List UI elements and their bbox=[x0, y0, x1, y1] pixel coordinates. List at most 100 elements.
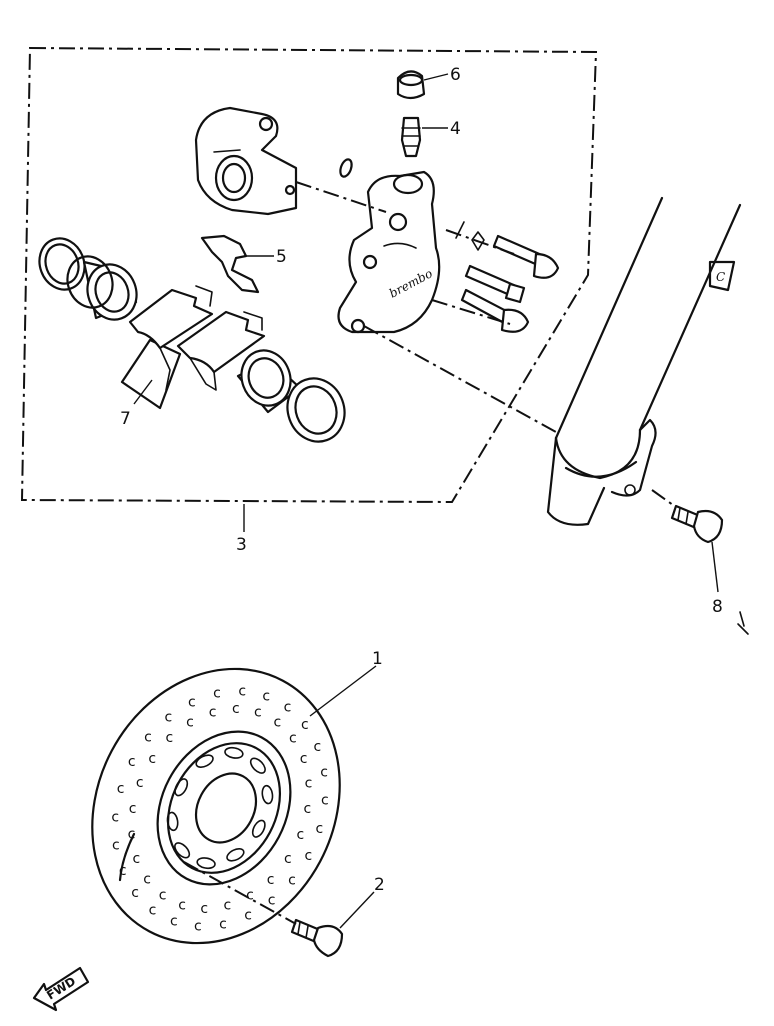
disc-hole: c bbox=[213, 686, 221, 702]
washer-mark bbox=[455, 221, 465, 239]
disc-spoke-cutout bbox=[251, 819, 266, 838]
disc-hole: c bbox=[238, 684, 246, 700]
disc-hole: c bbox=[262, 688, 270, 704]
disc-hole: c bbox=[313, 739, 321, 755]
disc-bolt bbox=[290, 918, 344, 958]
disc-hole: c bbox=[305, 775, 313, 791]
disc-hole: c bbox=[219, 916, 227, 932]
disc-hole: c bbox=[284, 851, 292, 867]
disc-hole: c bbox=[166, 730, 174, 746]
caliper-pin-bolt bbox=[464, 264, 526, 304]
pad-spring bbox=[200, 234, 260, 294]
disc-hole: c bbox=[254, 705, 262, 721]
disc-hole: c bbox=[186, 714, 194, 730]
disc-hole: c bbox=[300, 751, 308, 767]
disc-spoke-cutout bbox=[174, 842, 191, 859]
disc-hole: c bbox=[232, 701, 240, 717]
disc-hole: c bbox=[194, 918, 202, 934]
callout-8: 8 bbox=[711, 541, 723, 617]
disc-hole: c bbox=[304, 801, 312, 817]
svg-text:4: 4 bbox=[450, 119, 461, 139]
disc-hole: c bbox=[320, 765, 328, 781]
disc-hole: c bbox=[119, 863, 127, 879]
disc-hole: c bbox=[188, 694, 196, 710]
svg-text:7: 7 bbox=[120, 409, 131, 429]
disc-hole: c bbox=[316, 821, 324, 837]
piston-seal-right bbox=[286, 377, 346, 443]
front-fork-tube: C bbox=[546, 196, 749, 635]
callout-7: 7 bbox=[120, 379, 153, 429]
svg-text:2: 2 bbox=[374, 875, 385, 895]
svg-text:1: 1 bbox=[372, 649, 383, 669]
brake-disc bbox=[91, 667, 341, 945]
disc-hole: c bbox=[149, 902, 157, 918]
disc-hole: c bbox=[284, 700, 292, 716]
callout-2: 2 bbox=[339, 875, 385, 929]
washer-mark bbox=[471, 231, 485, 251]
disc-hole: c bbox=[267, 872, 275, 888]
disc-spoke-cutout bbox=[195, 754, 214, 768]
disc-spoke-cutout bbox=[226, 848, 245, 862]
callout-6: 6 bbox=[423, 65, 461, 85]
disc-hole: c bbox=[289, 731, 297, 747]
seal-o-ring bbox=[339, 158, 353, 178]
disc-hole: c bbox=[165, 709, 173, 725]
disc-spoke-cutout bbox=[224, 746, 244, 759]
forward-direction-arrow: FWD bbox=[32, 966, 90, 1012]
disc-hole: c bbox=[131, 885, 139, 901]
alignment-line bbox=[295, 181, 681, 511]
disc-hole: c bbox=[128, 827, 136, 843]
disc-hole: c bbox=[224, 898, 232, 914]
callout-3: 3 bbox=[236, 504, 247, 555]
disc-hole: c bbox=[301, 717, 309, 733]
bleeder-cap bbox=[396, 70, 426, 100]
bleeder-screw bbox=[400, 116, 422, 158]
disc-hole: c bbox=[112, 837, 120, 853]
disc-spoke-cutout bbox=[261, 784, 274, 805]
disc-hole: c bbox=[178, 898, 186, 914]
fork-mark-label: C bbox=[716, 270, 725, 284]
disc-hole: c bbox=[209, 704, 217, 720]
disc-spoke-cutout bbox=[196, 857, 216, 870]
disc-hole: c bbox=[246, 888, 254, 904]
disc-spoke-cutout bbox=[166, 811, 179, 832]
disc-hole: c bbox=[268, 893, 276, 909]
piston-right bbox=[236, 349, 302, 414]
callout-1: 1 bbox=[309, 649, 383, 717]
disc-spoke-cutout bbox=[249, 757, 266, 774]
svg-text:8: 8 bbox=[712, 597, 723, 617]
disc-hole: c bbox=[296, 827, 304, 843]
svg-text:6: 6 bbox=[450, 65, 461, 85]
disc-hole: c bbox=[170, 914, 178, 930]
caliper-bracket bbox=[194, 106, 298, 216]
caliper-bolt-lower bbox=[460, 288, 530, 333]
callout-5: 5 bbox=[244, 247, 287, 267]
disc-hole: c bbox=[144, 730, 152, 746]
disc-hole: c bbox=[288, 872, 296, 888]
disc-hole: c bbox=[133, 851, 141, 867]
alignment-line bbox=[183, 861, 297, 925]
disc-hole: c bbox=[136, 775, 144, 791]
disc-hole: c bbox=[274, 715, 282, 731]
piston-left bbox=[66, 255, 138, 321]
disc-hole: c bbox=[148, 751, 156, 767]
disc-hole: c bbox=[111, 810, 119, 826]
disc-hole: c bbox=[321, 793, 329, 809]
caliper-assembly-boundary bbox=[20, 46, 598, 504]
svg-text:3: 3 bbox=[236, 535, 247, 555]
caliper-mounting-bolt bbox=[670, 504, 724, 544]
disc-hole: c bbox=[117, 781, 125, 797]
brake-pad-set bbox=[120, 285, 266, 410]
caliper-bolt-upper bbox=[492, 234, 560, 279]
disc-hole: c bbox=[304, 848, 312, 864]
disc-spoke-cutout bbox=[174, 778, 189, 797]
disc-hole: c bbox=[159, 887, 167, 903]
piston-seal-left bbox=[38, 237, 86, 291]
disc-hole: c bbox=[128, 754, 136, 770]
callout-4: 4 bbox=[422, 119, 461, 139]
disc-hole: c bbox=[129, 801, 137, 817]
disc-hole: c bbox=[244, 908, 252, 924]
disc-hole: c bbox=[200, 901, 208, 917]
